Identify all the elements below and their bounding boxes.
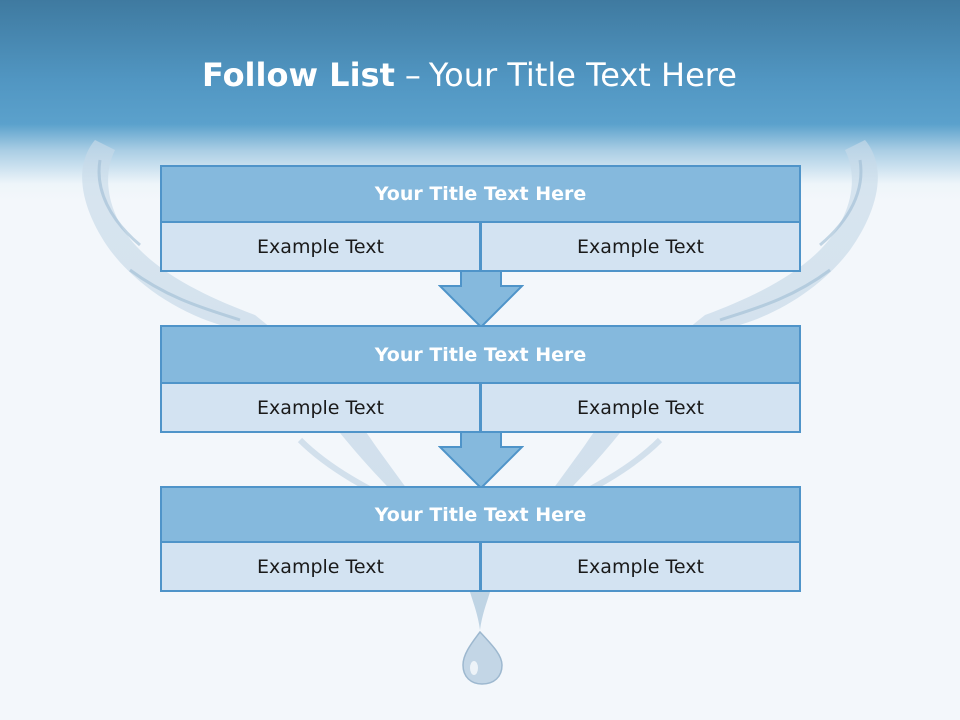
block-title: Your Title Text Here (160, 486, 801, 543)
list-block-2: Your Title Text Here Example Text Exampl… (160, 325, 801, 433)
water-drop-icon (462, 630, 503, 685)
block-cell-right: Example Text (480, 541, 801, 592)
block-cell-left: Example Text (160, 541, 481, 592)
slide-title-bold: Follow List (202, 56, 395, 94)
down-arrow-icon (438, 270, 524, 328)
list-block-3: Your Title Text Here Example Text Exampl… (160, 486, 801, 592)
slide-title: Follow List–Your Title Text Here (202, 53, 737, 97)
slide-title-rest: Your Title Text Here (428, 56, 737, 94)
down-arrow-icon (438, 431, 524, 489)
block-title: Your Title Text Here (160, 165, 801, 223)
slide-title-separator: – (404, 56, 421, 94)
block-cell-right: Example Text (480, 382, 801, 433)
list-block-1: Your Title Text Here Example Text Exampl… (160, 165, 801, 272)
block-title: Your Title Text Here (160, 325, 801, 384)
block-cell-left: Example Text (160, 221, 481, 272)
block-cell-left: Example Text (160, 382, 481, 433)
block-cell-right: Example Text (480, 221, 801, 272)
